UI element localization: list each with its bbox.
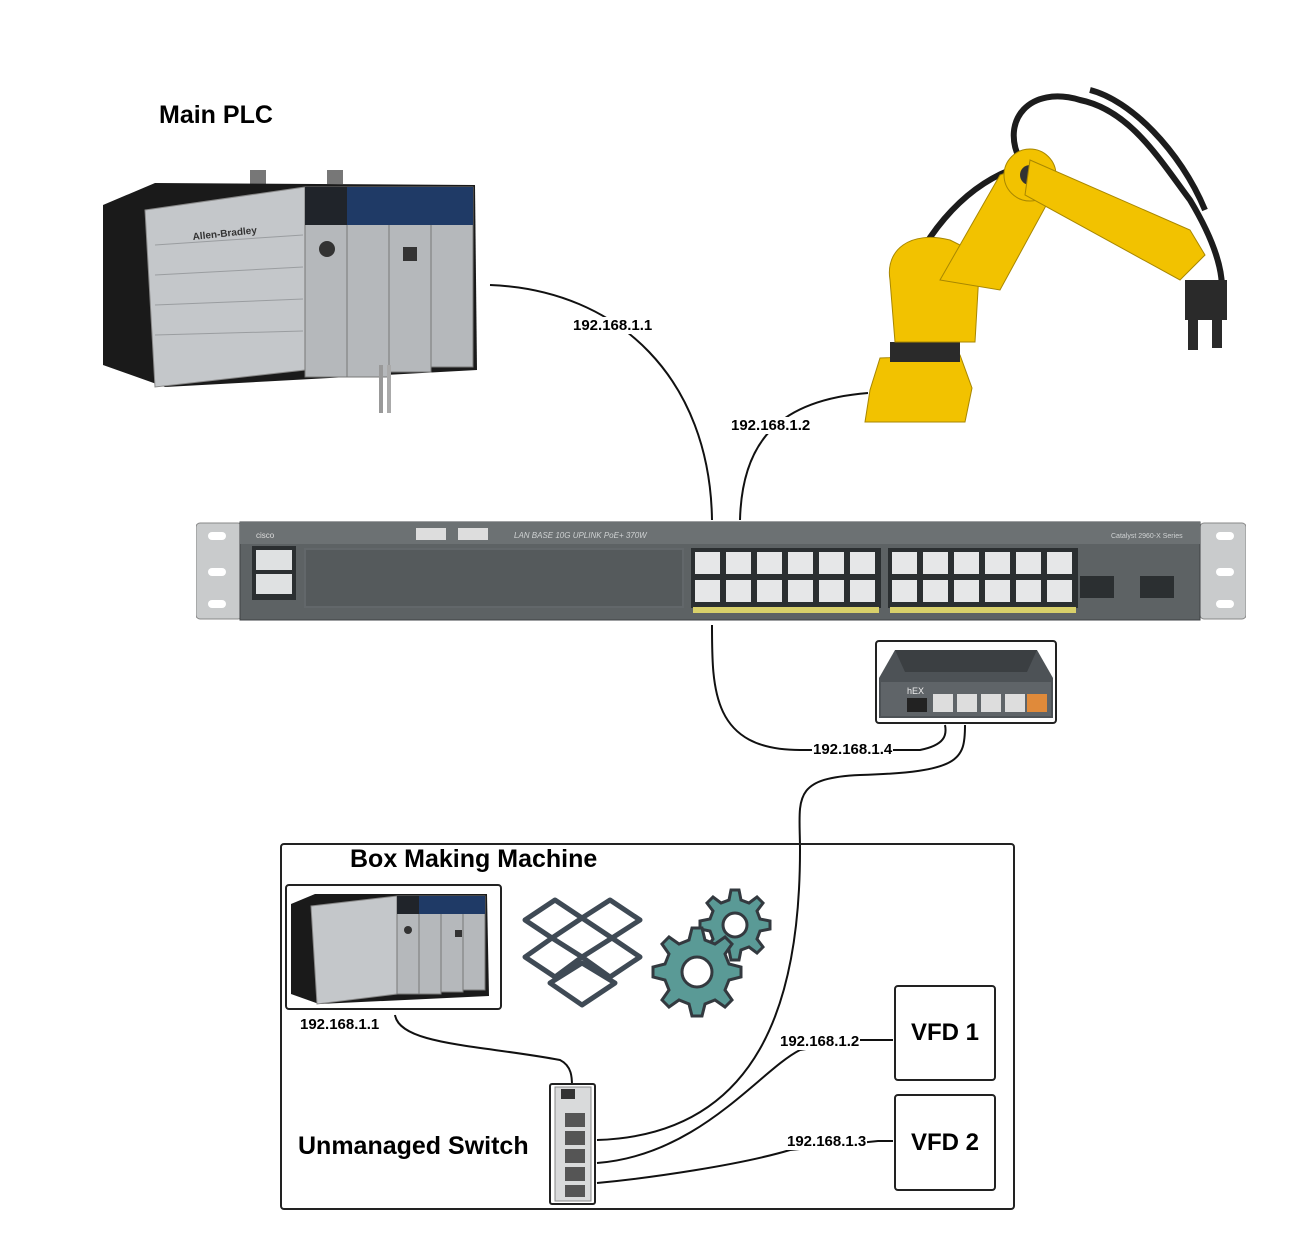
switch-port bbox=[892, 580, 917, 602]
wire-router-to-din bbox=[596, 724, 966, 1141]
ip-machine-plc: 192.168.1.1 bbox=[299, 1016, 381, 1033]
switch-port bbox=[892, 552, 917, 574]
switch-ports-right bbox=[892, 552, 1072, 602]
wire-main-plc bbox=[489, 284, 713, 521]
unmanaged-switch-frame bbox=[549, 1083, 596, 1205]
network-switch-icon: cisco LAN BASE 10G UPLINK PoE+ 370W Cata… bbox=[195, 520, 1247, 622]
switch-port bbox=[819, 552, 844, 574]
router-icon: hEX bbox=[879, 650, 1053, 718]
switch-ports-left bbox=[695, 552, 875, 602]
wire-router-uplink bbox=[711, 624, 947, 751]
box-machine-group bbox=[280, 843, 1015, 1210]
vfd-2: VFD 2 bbox=[894, 1094, 996, 1191]
vfd-1: VFD 1 bbox=[894, 985, 996, 1081]
switch-port bbox=[695, 552, 720, 574]
ip-robot: 192.168.1.2 bbox=[730, 417, 812, 434]
switch-series-text: Catalyst 2960-X Series bbox=[1111, 533, 1183, 540]
wire-vfd2 bbox=[596, 1140, 893, 1184]
switch-port bbox=[923, 580, 948, 602]
switch-port bbox=[954, 552, 979, 574]
switch-port bbox=[1047, 552, 1072, 574]
switch-port bbox=[757, 552, 782, 574]
switch-port bbox=[788, 552, 813, 574]
ip-router: 192.168.1.4 bbox=[812, 741, 894, 758]
ip-vfd2: 192.168.1.3 bbox=[786, 1133, 868, 1150]
machine-plc-icon bbox=[291, 894, 489, 1005]
switch-port bbox=[923, 552, 948, 574]
main-plc-icon: Allen-Bradley bbox=[95, 165, 490, 425]
switch-port bbox=[850, 580, 875, 602]
router-brand-text: hEX bbox=[907, 686, 924, 696]
wire-vfd1 bbox=[596, 1039, 893, 1164]
ip-main-plc: 192.168.1.1 bbox=[572, 317, 654, 334]
switch-port bbox=[726, 552, 751, 574]
ip-vfd1: 192.168.1.2 bbox=[779, 1033, 861, 1050]
switch-port bbox=[726, 580, 751, 602]
switch-port bbox=[985, 580, 1010, 602]
box-machine-label: Box Making Machine bbox=[350, 845, 598, 873]
switch-port bbox=[954, 580, 979, 602]
switch-port bbox=[819, 580, 844, 602]
machine-plc-frame bbox=[285, 884, 502, 1010]
robot-arm-icon bbox=[860, 80, 1255, 425]
router-frame: hEX bbox=[875, 640, 1057, 724]
unmanaged-switch-icon bbox=[554, 1086, 592, 1202]
switch-brand-text: cisco bbox=[256, 531, 275, 540]
gears-icon bbox=[648, 888, 773, 1020]
switch-port bbox=[1016, 552, 1041, 574]
wire-robot bbox=[739, 392, 869, 521]
switch-port bbox=[695, 580, 720, 602]
dropbox-icon bbox=[520, 895, 645, 1015]
switch-port bbox=[757, 580, 782, 602]
wire-machine-plc bbox=[394, 1014, 573, 1087]
switch-port bbox=[850, 552, 875, 574]
main-plc-label: Main PLC bbox=[159, 101, 273, 129]
switch-model-strip: LAN BASE 10G UPLINK PoE+ 370W bbox=[514, 531, 648, 540]
switch-port bbox=[1016, 580, 1041, 602]
switch-port bbox=[1047, 580, 1072, 602]
switch-port bbox=[985, 552, 1010, 574]
switch-port bbox=[788, 580, 813, 602]
unmanaged-switch-label: Unmanaged Switch bbox=[298, 1132, 529, 1160]
